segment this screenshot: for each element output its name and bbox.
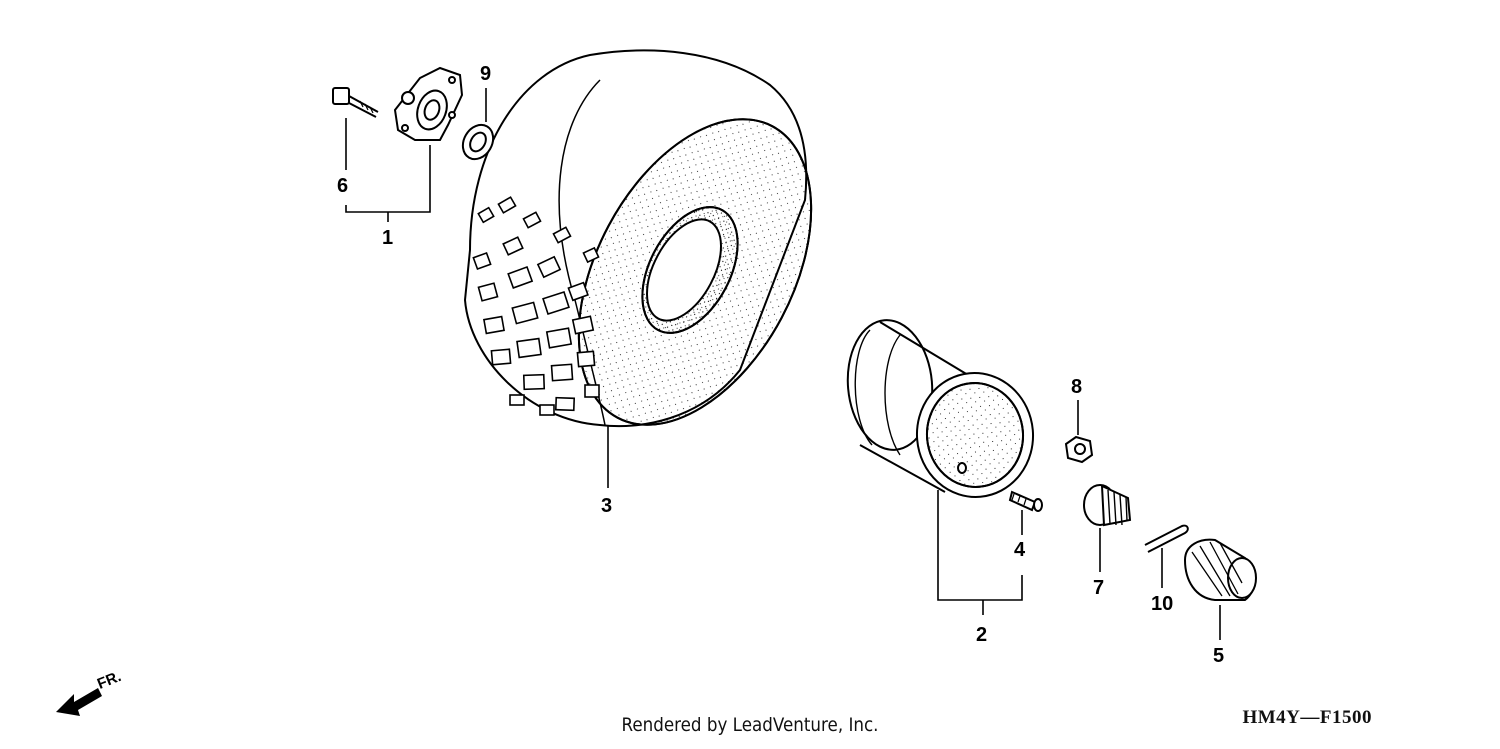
footer-credit: Rendered by LeadVenture, Inc. [621,714,879,736]
wheel-rim-illustration [846,319,1035,498]
front-arrow-icon: FR. [56,668,124,716]
callout-8: 8 [1071,376,1082,398]
cotter-pin-illustration [1144,524,1189,553]
callout-2: 2 [976,624,987,646]
diagram-code: HM4Y—F1500 [1242,707,1372,728]
callout-5: 5 [1213,645,1224,667]
leader-lines [345,88,1221,640]
callout-7: 7 [1093,577,1104,599]
hub-nut-illustration [1083,484,1132,527]
callout-10: 10 [1151,593,1173,615]
valve-illustration [1008,490,1043,512]
seal-illustration [461,123,495,161]
callout-3: 3 [601,495,612,517]
callout-6: 6 [337,175,348,197]
hub-illustration [393,66,464,141]
tire-illustration [463,49,813,428]
front-indicator-label: FR. [95,668,124,693]
hub-bolt-illustration [332,87,379,118]
nut-illustration [1064,435,1094,464]
callout-1: 1 [382,227,393,249]
callout-4: 4 [1014,539,1026,561]
cap-illustration [1183,538,1257,601]
callout-9: 9 [480,63,491,85]
